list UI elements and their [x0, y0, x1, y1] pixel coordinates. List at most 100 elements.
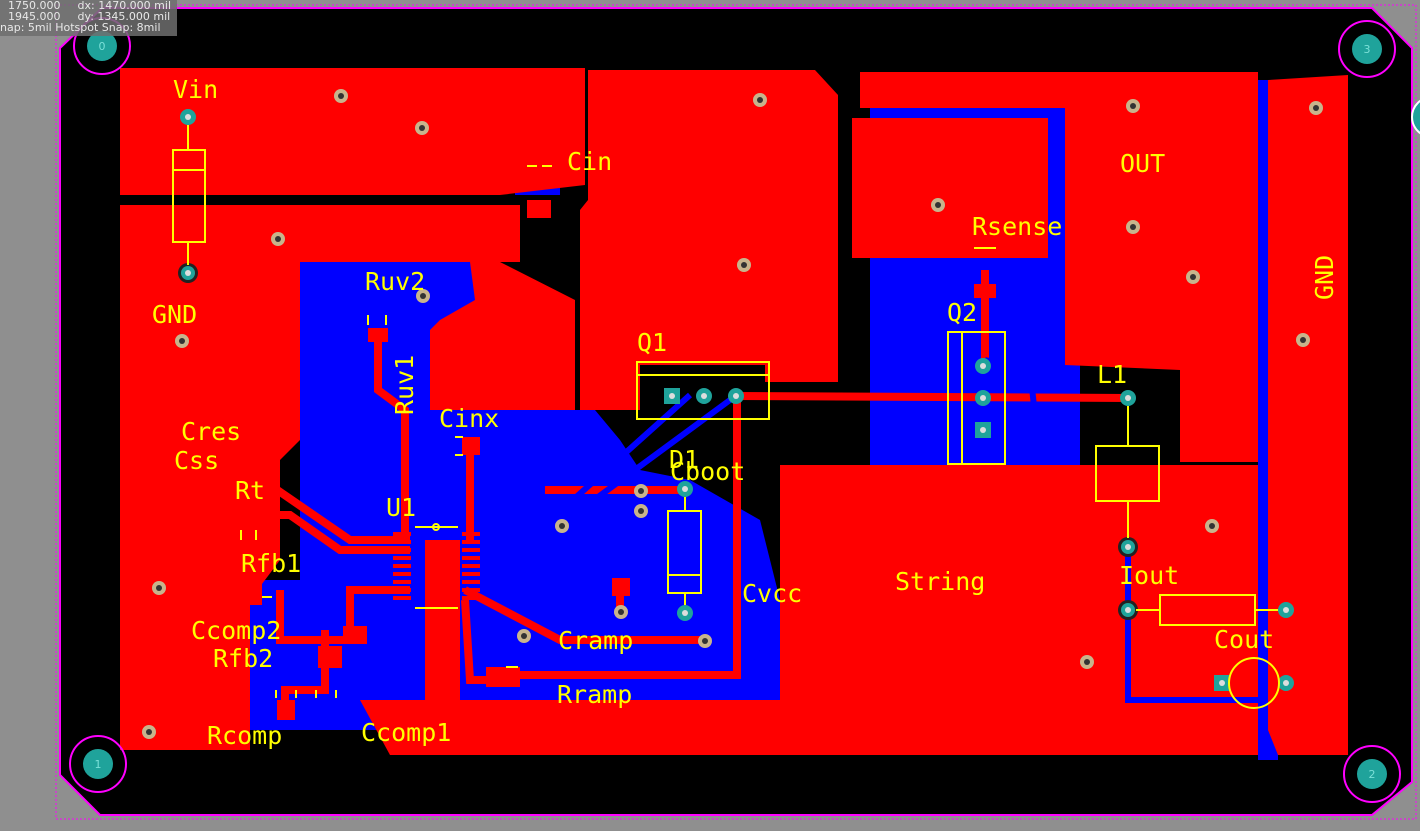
via: [931, 198, 945, 212]
u1-pin: [393, 532, 411, 536]
pad-d1-1: [677, 481, 693, 497]
vias: [142, 89, 1323, 739]
u1-pin: [462, 596, 480, 600]
pour-out: [780, 465, 1258, 755]
pad-q2-3: [975, 422, 991, 438]
via: [415, 121, 429, 135]
silk-cout: [1228, 657, 1280, 709]
label-out[interactable]: OUT: [1120, 149, 1165, 178]
label-cinx[interactable]: Cinx: [439, 404, 499, 433]
mounting-hole-label: 3: [1364, 43, 1371, 56]
bottom-traces: [542, 357, 1260, 703]
pad-vin: [180, 109, 196, 125]
smd-pads: [180, 200, 996, 720]
u1-pin: [462, 532, 480, 536]
via: [175, 334, 189, 348]
via: [1126, 220, 1140, 234]
pour-sw-top: [860, 72, 1258, 462]
pad-cout-2: [1278, 675, 1294, 691]
via: [753, 93, 767, 107]
mounting-hole-2[interactable]: 2: [1343, 745, 1401, 803]
mounting-hole-1[interactable]: 1: [69, 735, 127, 793]
bottom-pour-center: [470, 410, 780, 700]
label-gnd-right[interactable]: GND: [1310, 255, 1339, 300]
u1-pin: [393, 596, 411, 600]
trace-css: [190, 481, 410, 544]
silkscreen-labels: Vin GND Cin Rsense OUT GND Ruv2 Ruv1 Cin…: [152, 75, 1339, 750]
via: [555, 519, 569, 533]
label-gnd-left[interactable]: GND: [152, 300, 197, 329]
via: [634, 504, 648, 518]
label-ccomp1[interactable]: Ccomp1: [361, 718, 451, 747]
label-cout[interactable]: Cout: [1214, 625, 1274, 654]
label-cres[interactable]: Cres: [181, 417, 241, 446]
board-outline-dotted: [55, 4, 1417, 820]
hud-dx-value: dx: 1470.000 mil: [77, 0, 172, 12]
pad-cin: [527, 200, 551, 218]
label-rt[interactable]: Rt: [235, 476, 265, 505]
pour-string-bottom: [360, 700, 780, 755]
label-cvcc[interactable]: Cvcc: [742, 579, 802, 608]
label-rfb2[interactable]: Rfb2: [213, 644, 273, 673]
pad-iout-2: [1278, 602, 1294, 618]
u1-pin: [393, 548, 411, 552]
label-l1[interactable]: L1: [1097, 360, 1127, 389]
u1-pin: [393, 540, 411, 544]
label-css[interactable]: Css: [174, 446, 219, 475]
label-d1[interactable]: D1: [669, 445, 699, 474]
via: [517, 629, 531, 643]
hud-row-snap: nap: 5mil Hotspot Snap: 8mil: [0, 22, 171, 33]
pour-gnd-left: [120, 205, 520, 750]
pad-q1-1: [664, 388, 680, 404]
pad-cinx: [462, 437, 480, 455]
pad-l1-1: [1120, 390, 1136, 406]
label-cboot[interactable]: Cboot: [670, 457, 745, 486]
th-pads: [178, 109, 1294, 691]
silk-u1-dot: [432, 523, 440, 531]
pad-rramp: [486, 667, 520, 687]
pad-l1-2: [1118, 537, 1138, 557]
hud-row-y: 1945.000 dy: 1345.000 mil: [0, 11, 171, 22]
u1-pin: [393, 588, 411, 592]
via: [634, 484, 648, 498]
label-vin[interactable]: Vin: [173, 75, 218, 104]
label-rfb1[interactable]: Rfb1: [241, 549, 301, 578]
label-rcomp[interactable]: Rcomp: [207, 721, 282, 750]
via: [152, 581, 166, 595]
label-ruv2[interactable]: Ruv2: [365, 267, 425, 296]
label-rsense[interactable]: Rsense: [972, 212, 1062, 241]
u1-pin: [393, 580, 411, 584]
mounting-hole-3[interactable]: 3: [1338, 20, 1396, 78]
label-ruv1[interactable]: Ruv1: [390, 355, 419, 415]
label-ccomp2[interactable]: Ccomp2: [191, 616, 281, 645]
label-rramp[interactable]: Rramp: [557, 680, 632, 709]
btrace-3: [984, 357, 1043, 461]
btrace-1: [542, 392, 693, 528]
label-string[interactable]: String: [895, 567, 985, 596]
pour-vin-right: [580, 70, 838, 410]
trace-rt: [240, 511, 410, 554]
trace-ramp: [463, 586, 705, 644]
via: [1126, 99, 1140, 113]
edge-hole-partial: [1411, 99, 1420, 135]
label-u1[interactable]: U1: [386, 493, 416, 522]
via: [1205, 519, 1219, 533]
label-cin[interactable]: Cin: [567, 147, 612, 176]
via: [614, 605, 628, 619]
mounting-hole-label: 0: [99, 40, 106, 53]
pad-gnd-left: [178, 263, 198, 283]
via: [142, 725, 156, 739]
via: [1296, 333, 1310, 347]
pad-rfb2: [318, 646, 342, 668]
label-cramp[interactable]: Cramp: [558, 626, 633, 655]
label-q1[interactable]: Q1: [637, 328, 667, 357]
u1-pin: [393, 564, 411, 568]
label-q2[interactable]: Q2: [947, 298, 977, 327]
label-iout[interactable]: Iout: [1119, 561, 1179, 590]
pad-rfb1: [240, 583, 262, 605]
pad-cvcc: [612, 578, 630, 596]
mounting-hole-label: 2: [1369, 768, 1376, 781]
u1-pin: [462, 548, 480, 552]
silk-q2: [947, 331, 1006, 465]
